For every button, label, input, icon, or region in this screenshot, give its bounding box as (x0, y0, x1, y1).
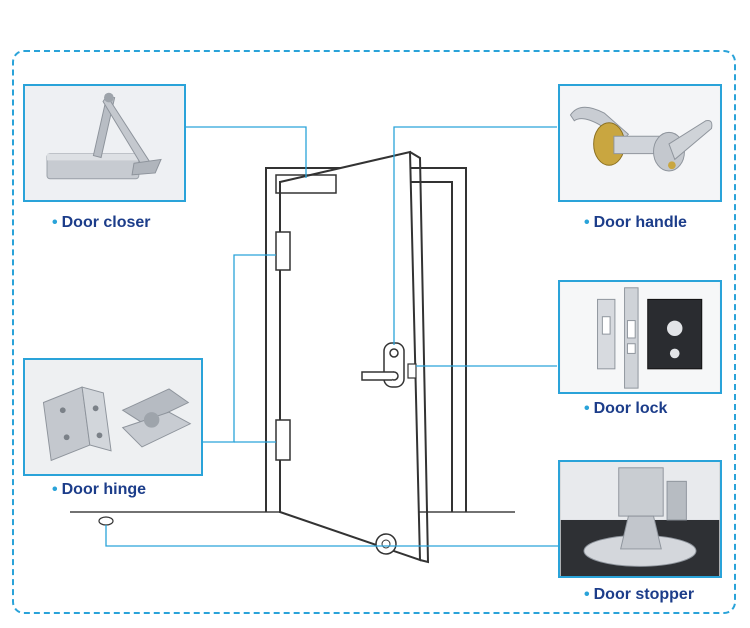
door-lock-text: Door lock (593, 400, 668, 417)
bullet-icon: • (584, 586, 590, 603)
door-lock-photo (558, 280, 722, 394)
bullet-icon: • (52, 214, 58, 231)
door-lock-label: •Door lock (584, 400, 667, 418)
bullet-icon: • (52, 481, 58, 498)
dashed-frame (12, 50, 736, 614)
door-handle-text: Door handle (593, 214, 687, 231)
bullet-icon: • (584, 400, 590, 417)
door-handle-label: •Door handle (584, 214, 687, 232)
door-hinge-photo (23, 358, 203, 476)
door-closer-label: •Door closer (52, 214, 151, 232)
door-handle-photo (558, 84, 722, 202)
door-hinge-text: Door hinge (61, 481, 147, 498)
door-stopper-text: Door stopper (593, 586, 695, 603)
door-hinge-label: •Door hinge (52, 481, 146, 499)
door-stopper-label: •Door stopper (584, 586, 694, 604)
door-closer-photo (23, 84, 186, 202)
door-stopper-photo (558, 460, 722, 578)
bullet-icon: • (584, 214, 590, 231)
door-closer-text: Door closer (61, 214, 151, 231)
